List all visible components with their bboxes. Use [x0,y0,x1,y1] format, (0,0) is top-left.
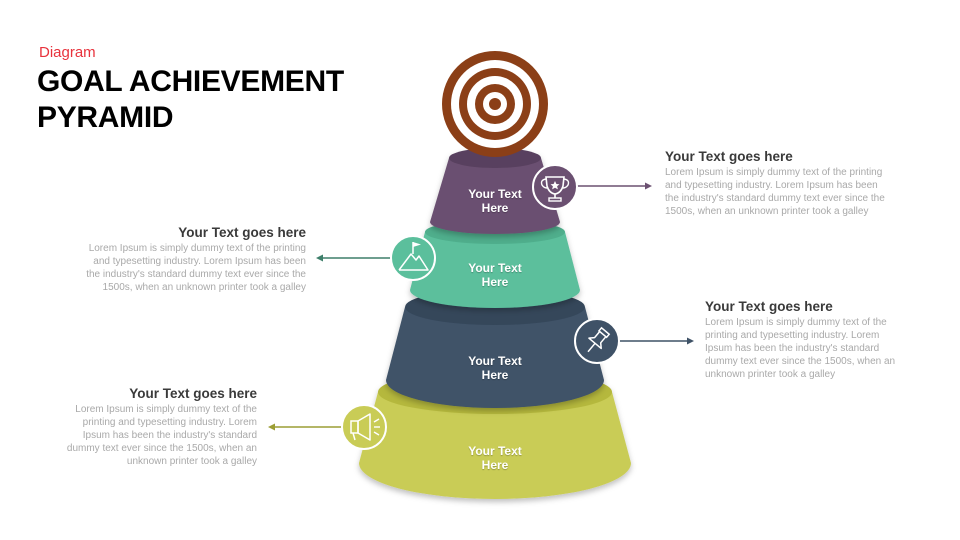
callout-2-heading: Your Text goes here [178,225,306,240]
callout-2-body: Lorem Ipsum is simply dummy text of the … [56,242,306,294]
callout-3-line: dummy text ever since the 1500s, when an [705,356,896,367]
callout-3: Your Text goes here Lorem Ipsum is simpl… [705,299,935,381]
tier-1-label-line-2: Here [481,201,509,215]
callout-1-body: Lorem Ipsum is simply dummy text of the … [665,166,915,218]
callout-1: Your Text goes here Lorem Ipsum is simpl… [665,149,915,218]
connector-1 [576,182,652,190]
callout-3-line: unknown printer took a galley [705,369,836,380]
tier-2-label-line-1: Your Text [468,261,522,275]
callout-4-line: dummy text ever since the 1500s, when an [66,443,257,454]
callout-2-line: Lorem Ipsum is simply dummy text of the … [88,243,306,254]
megaphone-icon [341,404,387,450]
connector-2 [316,254,392,262]
tier-4-label-line-1: Your Text [468,444,522,458]
callout-4-line: unknown printer took a galley [126,456,257,467]
pushpin-icon [574,318,620,364]
callout-1-line: the industry's standard dummy text ever … [665,193,885,204]
callout-2-line: the industry's standard dummy text ever … [86,269,306,280]
tier-3-label-line-2: Here [481,368,509,382]
pyramid-tier-1 [430,148,560,234]
callout-1-line: Lorem Ipsum is simply dummy text of the … [665,167,883,178]
mountain-flag-icon [390,235,436,281]
callout-1-heading: Your Text goes here [665,149,793,164]
tier-4-label: Your Text Here [435,444,555,472]
callout-4-line: Ipsum has been the industry's standard [82,430,257,441]
slide-title: GOAL ACHIEVEMENT PYRAMID [37,64,417,136]
tier-2-label: Your Text Here [435,261,555,289]
trophy-icon [532,164,578,210]
callout-1-line: 1500s, when an unknown printer took a ga… [665,206,869,217]
tier-3-label-line-1: Your Text [468,354,522,368]
tier-4-label-line-2: Here [481,458,509,472]
callout-3-line: Lorem Ipsum is simply dummy text of the [705,317,887,328]
tier-3-label: Your Text Here [435,354,555,382]
callout-2: Your Text goes here Lorem Ipsum is simpl… [56,225,306,294]
callout-4-body: Lorem Ipsum is simply dummy text of the … [27,403,257,468]
callout-4: Your Text goes here Lorem Ipsum is simpl… [27,386,257,468]
target-icon [442,51,548,157]
tier-1-label-line-1: Your Text [468,187,522,201]
callout-3-line: Ipsum has been the industry's standard [705,343,880,354]
callout-4-line: Lorem Ipsum is simply dummy text of the [75,404,257,415]
callout-3-heading: Your Text goes here [705,299,833,314]
connector-3 [618,337,694,345]
callout-3-body: Lorem Ipsum is simply dummy text of the … [705,316,935,381]
callout-4-line: printing and typesetting industry. Lorem [82,417,257,428]
callout-3-line: printing and typesetting industry. Lorem [705,330,880,341]
callout-4-heading: Your Text goes here [129,386,257,401]
slide-subtitle: Diagram [39,44,96,61]
tier-1-label: Your Text Here [435,187,555,215]
callout-2-line: 1500s, when an unknown printer took a ga… [102,282,306,293]
callout-1-line: and typesetting industry. Lorem Ipsum ha… [665,180,878,191]
callout-2-line: and typesetting industry. Lorem Ipsum ha… [93,256,306,267]
connector-4 [268,423,344,431]
slide-title-line-2: PYRAMID [37,101,174,134]
slide-title-line-1: GOAL ACHIEVEMENT [37,65,344,98]
tier-2-label-line-2: Here [481,275,509,289]
